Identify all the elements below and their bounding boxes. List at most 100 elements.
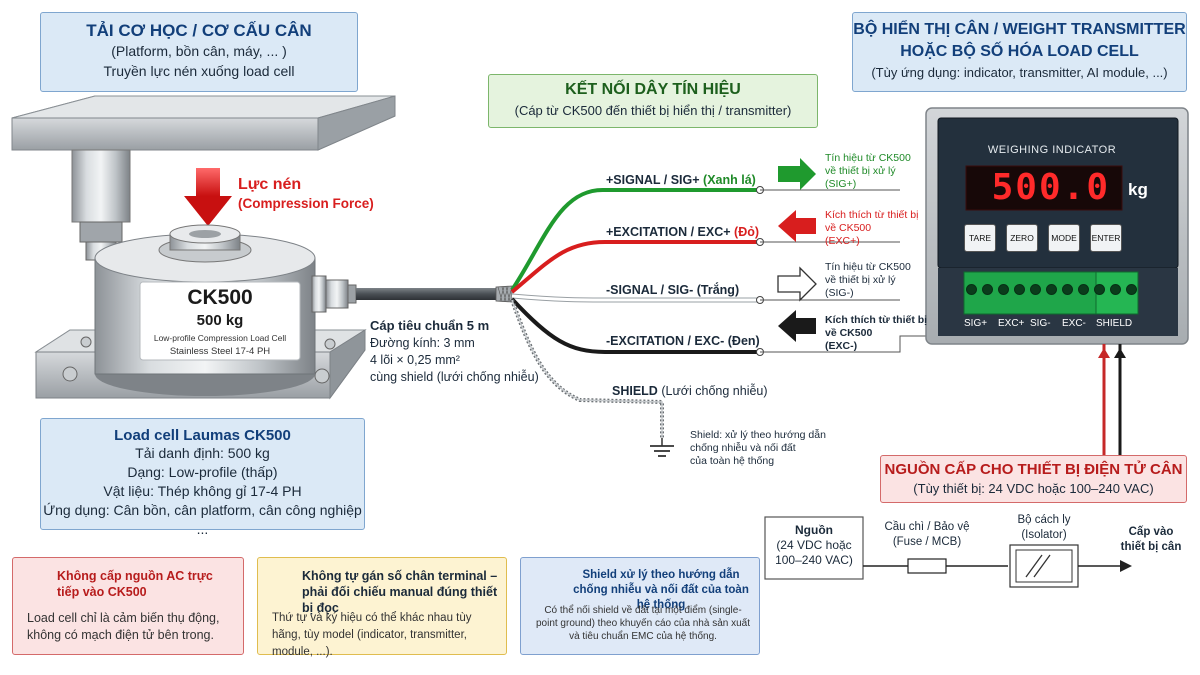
indicator-header: WEIGHING INDICATOR (987, 144, 1117, 156)
arrow4-line1: Kích thích từ thiết bị (825, 314, 928, 326)
cell-material: Stainless Steel 17-4 PH (169, 346, 271, 357)
cell-box-l3: Vật liệu: Thép không gỉ 17-4 PH (103, 483, 302, 499)
terminal-screw[interactable] (966, 284, 977, 295)
terminal-label-exc: EXC- (1062, 318, 1086, 329)
output-label-l1: Cấp vào (1128, 526, 1174, 538)
arrow1-line2: về thiết bị xử lý (825, 165, 896, 177)
load-box-line1: (Platform, bồn cân, máy, ... ) (111, 43, 287, 59)
load-cell-body (94, 224, 316, 396)
terminal-screw[interactable] (1014, 284, 1025, 295)
wire-label-exc-minus: -EXCITATION / EXC- (Đen) (606, 334, 760, 348)
wire-exc-plus-color: (Đỏ) (734, 225, 760, 239)
terminal-screw[interactable] (1046, 284, 1057, 295)
power-source-block: Nguồn (24 VDC hoặc 100–240 VAC) (765, 523, 863, 568)
isolator-label-l2: (Isolator) (1021, 529, 1067, 541)
cable-spec-3: cùng shield (lưới chống nhiễu) (370, 370, 539, 384)
indicator-box-title1: BỘ HIỂN THỊ CÂN / WEIGHT TRANSMITTER (853, 21, 1186, 38)
arrow-red-left-icon (778, 210, 816, 242)
arrow-white-right-icon (777, 266, 817, 302)
terminal-screw[interactable] (1030, 284, 1041, 295)
arrow2-line1: Kích thích từ thiết bị (825, 209, 919, 221)
power-chain (764, 516, 1132, 588)
load-cell-label: CK500 500 kg Low-profile Compression Loa… (140, 286, 300, 357)
arrow-desc-exc-plus: Kích thích từ thiết bị về CK500 (EXC+) (825, 209, 918, 248)
cable-assembly (311, 275, 513, 313)
shield-note: Shield: xử lý theo hướng dẫn chống nhiễu… (690, 429, 826, 468)
wire-shield-desc: (Lưới chống nhiễu) (661, 384, 768, 398)
fuse-label-l2: (Fuse / MCB) (892, 536, 962, 548)
power-source-title: Nguồn (795, 523, 833, 537)
arrow3-line1: Tín hiệu từ CK500 (825, 261, 911, 273)
power-source-l1: (24 VDC hoặc (776, 538, 852, 552)
load-description-box: TẢI CƠ HỌC / CƠ CẤU CÂN (Platform, bồn c… (40, 12, 358, 92)
indicator-terminal-labels: SIG+EXC+SIG-EXC-SHIELD (964, 318, 1150, 334)
arrow2-line3: (EXC+) (825, 235, 860, 247)
wire-exc-plus-name: +EXCITATION / EXC+ (606, 225, 731, 239)
power-source-l2: 100–240 VAC) (775, 553, 853, 567)
warning-ac-head: Không cấp nguồn AC trực tiếp vào CK500 (57, 569, 213, 599)
wire-label-sig-plus: +SIGNAL / SIG+ (Xanh lá) (606, 173, 756, 187)
warning-terminal-box: Không tự gán số chân terminal – phải đối… (257, 557, 507, 658)
ground-icon (650, 438, 674, 457)
cell-box-l2: Dạng: Low-profile (thấp) (127, 464, 278, 480)
wire-label-sig-minus: -SIGNAL / SIG- (Trắng) (606, 283, 740, 297)
arrow1-line1: Tín hiệu từ CK500 (825, 152, 911, 164)
force-sub-label: (Compression Force) (238, 196, 374, 211)
arrow-desc-exc-minus: Kích thích từ thiết bị về CK500 (EXC-) (825, 314, 927, 353)
terminal-screw[interactable] (982, 284, 993, 295)
support-column (71, 149, 131, 261)
wire-sig-plus-color: (Xanh lá) (703, 173, 756, 187)
terminal-screw[interactable] (1126, 284, 1137, 295)
wire-shield (510, 299, 664, 438)
power-box-title: NGUỒN CẤP CHO THIẾT BỊ ĐIỆN TỬ CÂN (884, 461, 1183, 478)
cell-box-l1: Tải danh định: 500 kg (135, 445, 270, 461)
warning-term-body: Thứ tự và ký hiệu có thể khác nhau tùy h… (272, 612, 472, 658)
power-supply-box: NGUỒN CẤP CHO THIẾT BỊ ĐIỆN TỬ CÂN (Tùy … (880, 455, 1187, 503)
cell-box-title: Load cell Laumas CK500 (114, 427, 291, 444)
isolator-label-l1: Bộ cách ly (1017, 514, 1071, 526)
cable-spec-1: Đường kính: 3 mm (370, 336, 475, 350)
fuse-label-l1: Cầu chì / Bảo vệ (884, 521, 970, 533)
arrow2-line2: về CK500 (825, 222, 872, 234)
isolator-label: Bộ cách ly (Isolator) (1004, 513, 1084, 543)
cell-capacity: 500 kg (196, 312, 244, 329)
indicator-button-enter[interactable]: ENTER (1090, 224, 1122, 252)
indicator-button-zero[interactable]: ZERO (1006, 224, 1038, 252)
wire-white (511, 293, 764, 304)
indicator-box-title2: HOẶC BỘ SỐ HÓA LOAD CELL (900, 43, 1139, 60)
info-shield-box: Shield xử lý theo hướng dẫn chống nhiễu … (520, 557, 760, 655)
arrow3-line3: (SIG-) (825, 287, 854, 299)
indicator-unit: kg (1128, 180, 1148, 199)
arrow4-line3: (EXC-) (825, 340, 858, 352)
info-shield-head: Shield xử lý theo hướng dẫn chống nhiễu … (573, 569, 749, 611)
arrow4-line2: về CK500 (825, 327, 873, 339)
arrow-desc-sig-minus: Tín hiệu từ CK500 về thiết bị xử lý (SIG… (825, 261, 911, 300)
arrow-green-right-icon (778, 158, 816, 190)
terminal-leads (760, 189, 934, 353)
load-box-title: TẢI CƠ HỌC / CƠ CẤU CÂN (86, 21, 312, 40)
platform-plate (11, 95, 396, 151)
arrow3-line2: về thiết bị xử lý (825, 274, 896, 286)
arrow-black-left-icon (778, 310, 816, 342)
output-label: Cấp vào thiết bị cân (1110, 525, 1192, 555)
terminal-screw[interactable] (1078, 284, 1089, 295)
signal-box-sub: (Cáp từ CK500 đến thiết bị hiển thị / tr… (514, 103, 792, 118)
wire-sig-plus-name: +SIGNAL / SIG+ (606, 173, 700, 187)
terminal-screw[interactable] (1110, 284, 1121, 295)
output-label-l2: thiết bị cân (1120, 541, 1182, 553)
wire-label-shield: SHIELD (Lưới chống nhiễu) (612, 384, 768, 398)
compression-force-arrow (184, 168, 232, 226)
warning-term-head: Không tự gán số chân terminal – phải đối… (302, 569, 498, 615)
indicator-button-tare[interactable]: TARE (964, 224, 996, 252)
arrow1-line3: (SIG+) (825, 178, 857, 190)
terminal-label-exc: EXC+ (998, 318, 1025, 329)
indicator-button-mode[interactable]: MODE (1048, 224, 1080, 252)
terminal-screw[interactable] (1062, 284, 1073, 295)
terminal-screw[interactable] (1094, 284, 1105, 295)
signal-box-title: KẾT NỐI DÂY TÍN HIỆU (565, 81, 741, 98)
signal-connection-box: KẾT NỐI DÂY TÍN HIỆU (Cáp từ CK500 đến t… (488, 74, 818, 128)
terminal-screw[interactable] (998, 284, 1009, 295)
terminal-label-shield: SHIELD (1096, 318, 1133, 329)
shield-note-3: của toàn hệ thống (690, 455, 775, 467)
cell-box-l4: Ứng dụng: Cân bồn, cân platform, cân côn… (43, 502, 362, 537)
